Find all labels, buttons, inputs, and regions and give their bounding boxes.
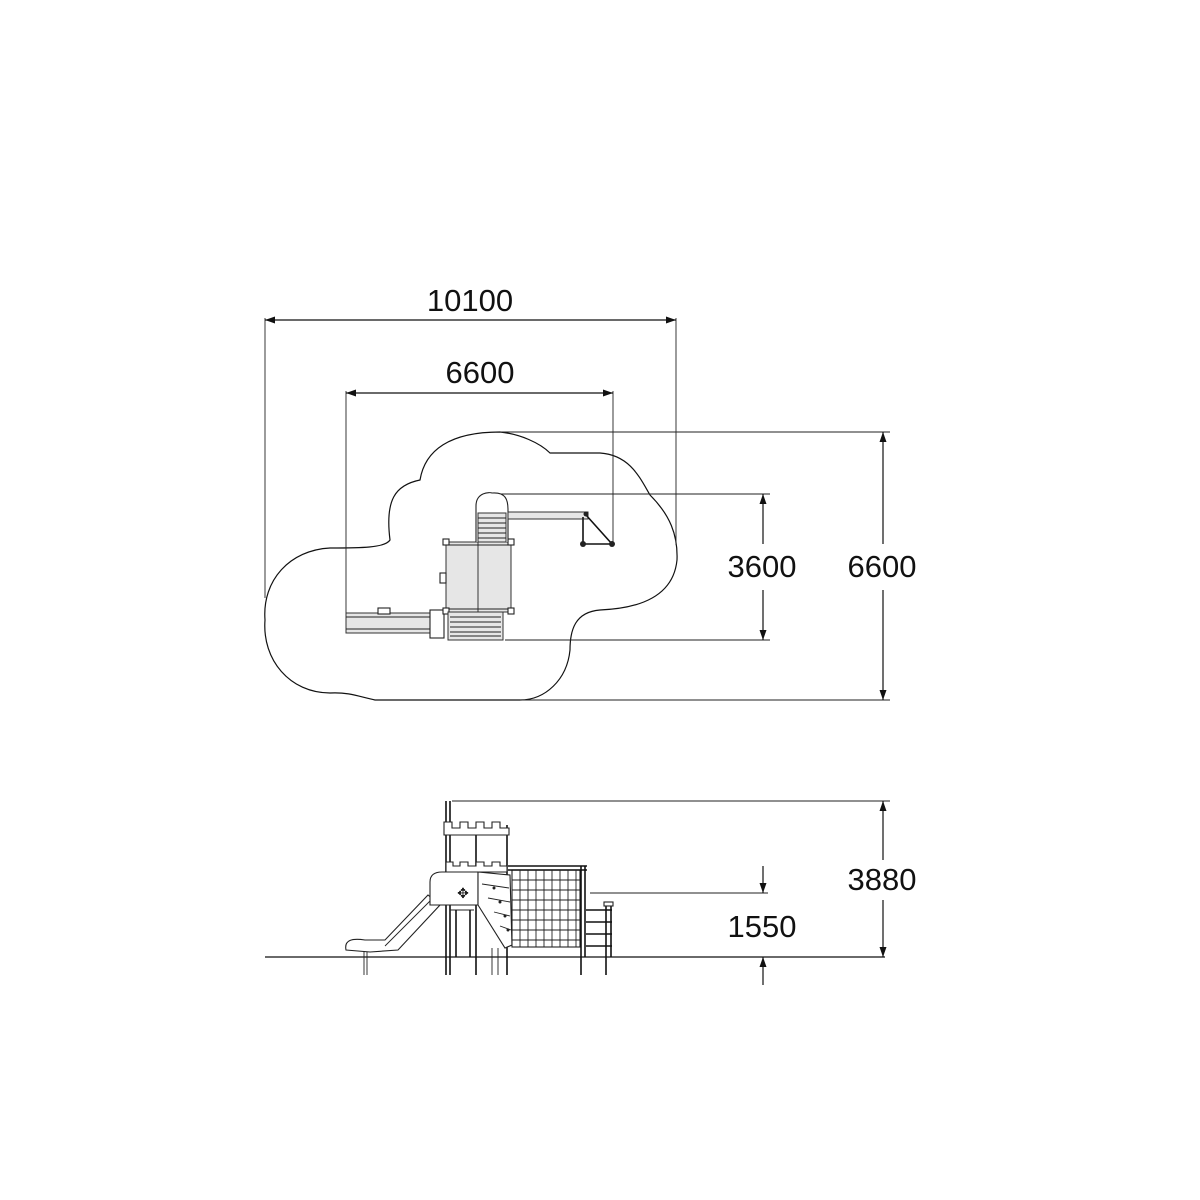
equipment-width-label: 6600	[446, 355, 515, 390]
equipment-elevation: ✥	[345, 801, 614, 975]
dimension-overall-height: 3880	[452, 800, 917, 957]
plan-view: 10100 6600 3600 6600	[264, 283, 917, 701]
overall-height-label: 3880	[848, 862, 917, 897]
slide-elevation	[345, 894, 441, 953]
tower-crenellation	[443, 821, 510, 836]
bar-ladder	[586, 901, 614, 975]
svg-text:✥: ✥	[457, 885, 469, 901]
dimension-overall-width: 10100	[264, 283, 677, 598]
dimension-equipment-depth: 3600	[492, 493, 797, 641]
platform-height-label: 1550	[728, 909, 797, 944]
dimension-equipment-width: 6600	[345, 355, 614, 613]
safety-zone-outline	[264, 431, 678, 701]
overall-depth-label: 6600	[848, 549, 917, 584]
bridge-plan	[507, 511, 589, 520]
overall-width-label: 10100	[427, 283, 513, 318]
dimension-platform-height: 1550	[590, 866, 796, 985]
equipment-depth-label: 3600	[728, 549, 797, 584]
tower-panel	[429, 871, 479, 906]
dimension-overall-depth: 6600	[500, 431, 917, 701]
slide-plan	[345, 612, 442, 634]
climbing-net	[511, 869, 581, 948]
climbing-ramp	[477, 871, 513, 949]
elevation-view: 3880 1550 ✥	[265, 800, 917, 985]
equipment-plan	[345, 492, 615, 641]
tower-platform-plan	[445, 541, 512, 613]
